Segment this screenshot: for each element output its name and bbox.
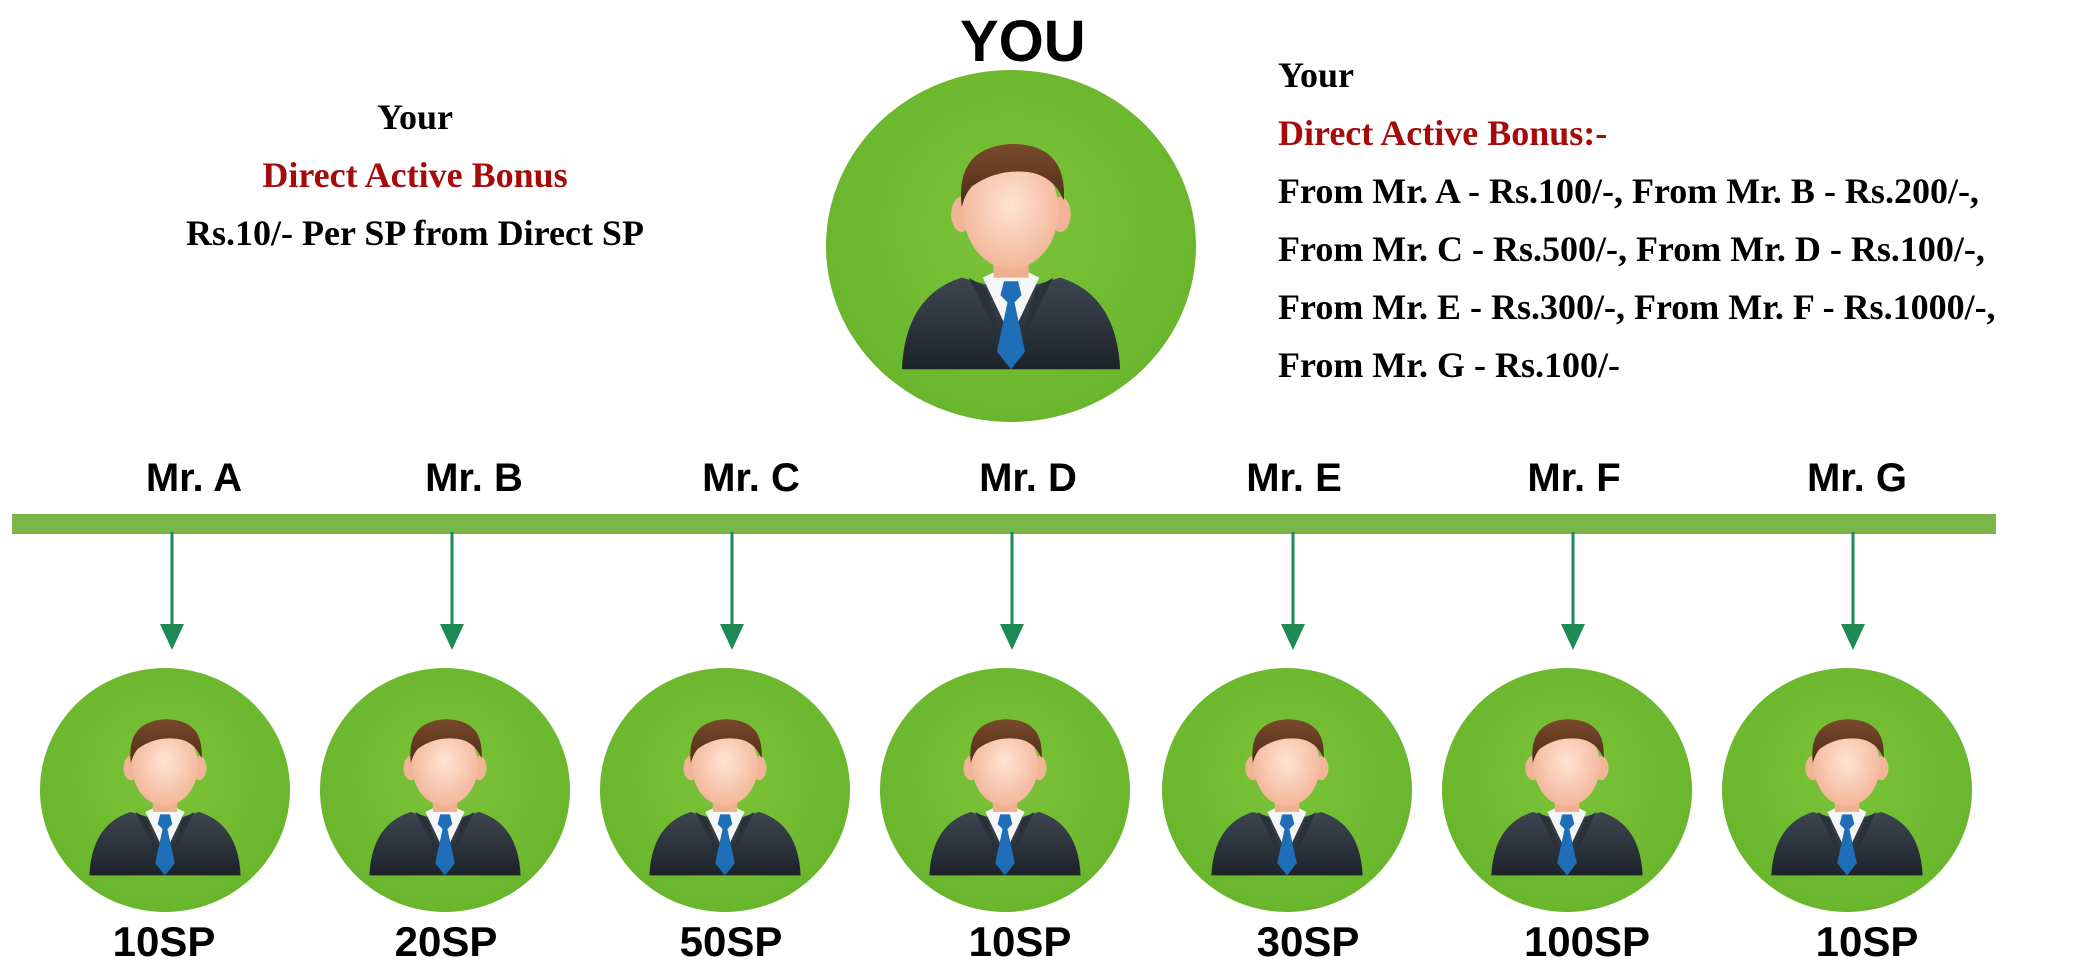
connector-bar	[12, 514, 1996, 534]
member-avatar-d	[880, 668, 1130, 912]
businessman-avatar-icon	[929, 719, 1081, 876]
bonus-line: From Mr. E - Rs.300/-, From Mr. F - Rs.1…	[1278, 287, 1996, 327]
arrow-down-icon	[1561, 532, 1585, 650]
arrow-down-icon	[1281, 532, 1305, 650]
member-name-b: Mr. B	[425, 456, 523, 500]
member-name-f: Mr. F	[1527, 456, 1621, 500]
bonus-line: From Mr. G - Rs.100/-	[1278, 345, 1620, 385]
member-sp-b: 20SP	[394, 918, 498, 965]
arrow-down-icon	[1841, 532, 1865, 650]
member-sp-a: 10SP	[112, 918, 216, 965]
arrow-down-icon	[440, 532, 464, 650]
you-title: YOU	[960, 9, 1086, 74]
right-your-label: Your	[1278, 55, 1355, 95]
right-bonus-description: Your Direct Active Bonus:- From Mr. A - …	[1278, 46, 2078, 394]
member-name-d: Mr. D	[979, 456, 1077, 500]
member-sp-e: 30SP	[1256, 918, 1360, 965]
left-bonus-rate: Rs.10/- Per SP from Direct SP	[186, 213, 644, 253]
member-avatar-e	[1162, 668, 1412, 912]
left-bonus-heading: Direct Active Bonus	[262, 155, 568, 195]
you-avatar	[826, 70, 1196, 422]
arrow-down-icon	[720, 532, 744, 650]
left-your-label: Your	[376, 97, 453, 137]
member-sp-c: 50SP	[679, 918, 783, 965]
businessman-avatar-icon	[1771, 719, 1923, 876]
bonus-line: From Mr. C - Rs.500/-, From Mr. D - Rs.1…	[1278, 229, 1985, 269]
businessman-avatar-icon	[649, 719, 801, 876]
businessman-avatar-icon	[369, 719, 521, 876]
member-sp-d: 10SP	[968, 918, 1072, 965]
member-sp-g: 10SP	[1815, 918, 1919, 965]
member-avatar-f	[1442, 668, 1692, 912]
member-name-g: Mr. G	[1806, 456, 1908, 500]
member-name-e: Mr. E	[1246, 456, 1342, 500]
left-bonus-description: Your Direct Active Bonus Rs.10/- Per SP …	[150, 88, 680, 262]
member-name-c: Mr. C	[702, 456, 800, 500]
member-avatar-a	[40, 668, 290, 912]
member-name-a: Mr. A	[145, 456, 243, 500]
member-avatar-c	[600, 668, 850, 912]
arrow-down-icon	[1000, 532, 1024, 650]
member-avatar-b	[320, 668, 570, 912]
businessman-avatar-icon	[901, 143, 1121, 370]
businessman-avatar-icon	[89, 719, 241, 876]
arrow-down-icon	[160, 532, 184, 650]
businessman-avatar-icon	[1491, 719, 1643, 876]
member-sp-f: 100SP	[1523, 918, 1651, 965]
bonus-line: From Mr. A - Rs.100/-, From Mr. B - Rs.2…	[1278, 171, 1979, 211]
right-bonus-heading: Direct Active Bonus:-	[1278, 113, 1608, 153]
businessman-avatar-icon	[1211, 719, 1363, 876]
member-avatar-g	[1722, 668, 1972, 912]
